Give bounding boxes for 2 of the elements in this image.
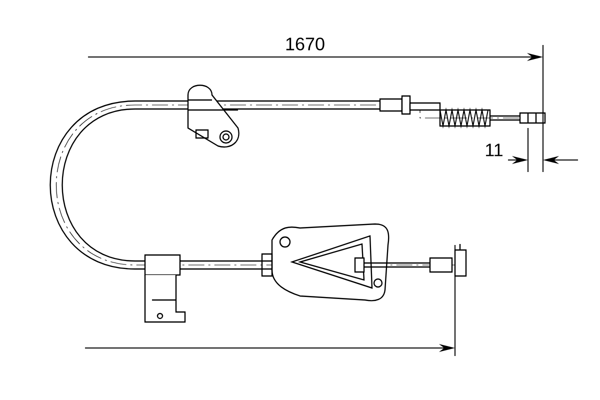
dimension-label: 11	[486, 144, 502, 156]
dimension-label: 1670	[286, 38, 324, 50]
